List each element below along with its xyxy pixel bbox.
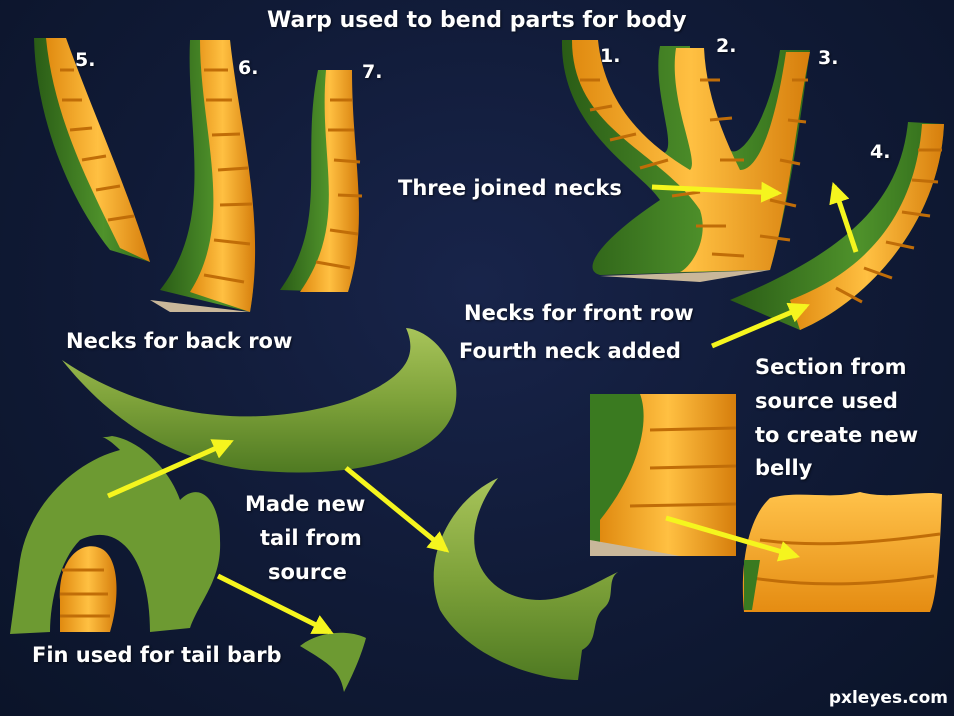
label-section-line-4: belly [755, 456, 813, 480]
label-fourth-neck-added: Fourth neck added [459, 339, 681, 363]
arrow-source-to-tail [106, 439, 234, 499]
arrow-belly [665, 515, 801, 562]
source-fin-piece [10, 436, 221, 634]
neck-6 [150, 40, 256, 312]
arrow-front-row [711, 302, 810, 349]
watermark: pxleyes.com [828, 688, 948, 708]
arrow-made-tail [344, 466, 450, 553]
page-title: Warp used to bend parts for body [267, 8, 687, 33]
three-joined-necks [561, 40, 810, 282]
number-1: 1. [600, 45, 621, 67]
fin-barb [300, 632, 366, 692]
number-5: 5. [75, 49, 96, 71]
label-section-line-3: to create new [755, 423, 919, 447]
annotation-arrows [106, 181, 859, 635]
label-made-line-2: tail from [260, 526, 362, 550]
number-3: 3. [818, 47, 839, 69]
number-6: 6. [238, 57, 259, 79]
neck-5 [34, 38, 150, 262]
label-necks-back-row: Necks for back row [66, 329, 293, 353]
label-fin-used: Fin used for tail barb [32, 643, 282, 667]
number-4: 4. [870, 141, 891, 163]
new-tail-shape [433, 478, 618, 680]
label-necks-front-row: Necks for front row [464, 301, 694, 325]
label-section-line-2: source used [755, 389, 898, 413]
number-2: 2. [716, 35, 737, 57]
arrow-three-necks [651, 181, 783, 203]
big-tail-shape [62, 328, 457, 473]
new-belly [742, 492, 942, 612]
label-made-line-3: source [268, 560, 347, 584]
arrow-fin [216, 573, 334, 635]
label-made-line-1: Made new [245, 492, 366, 516]
neck-7 [280, 70, 363, 292]
number-7: 7. [362, 61, 383, 83]
arrow-neck-4 [829, 182, 859, 253]
label-section-line-1: Section from [755, 355, 907, 379]
label-three-joined-necks: Three joined necks [398, 176, 622, 200]
